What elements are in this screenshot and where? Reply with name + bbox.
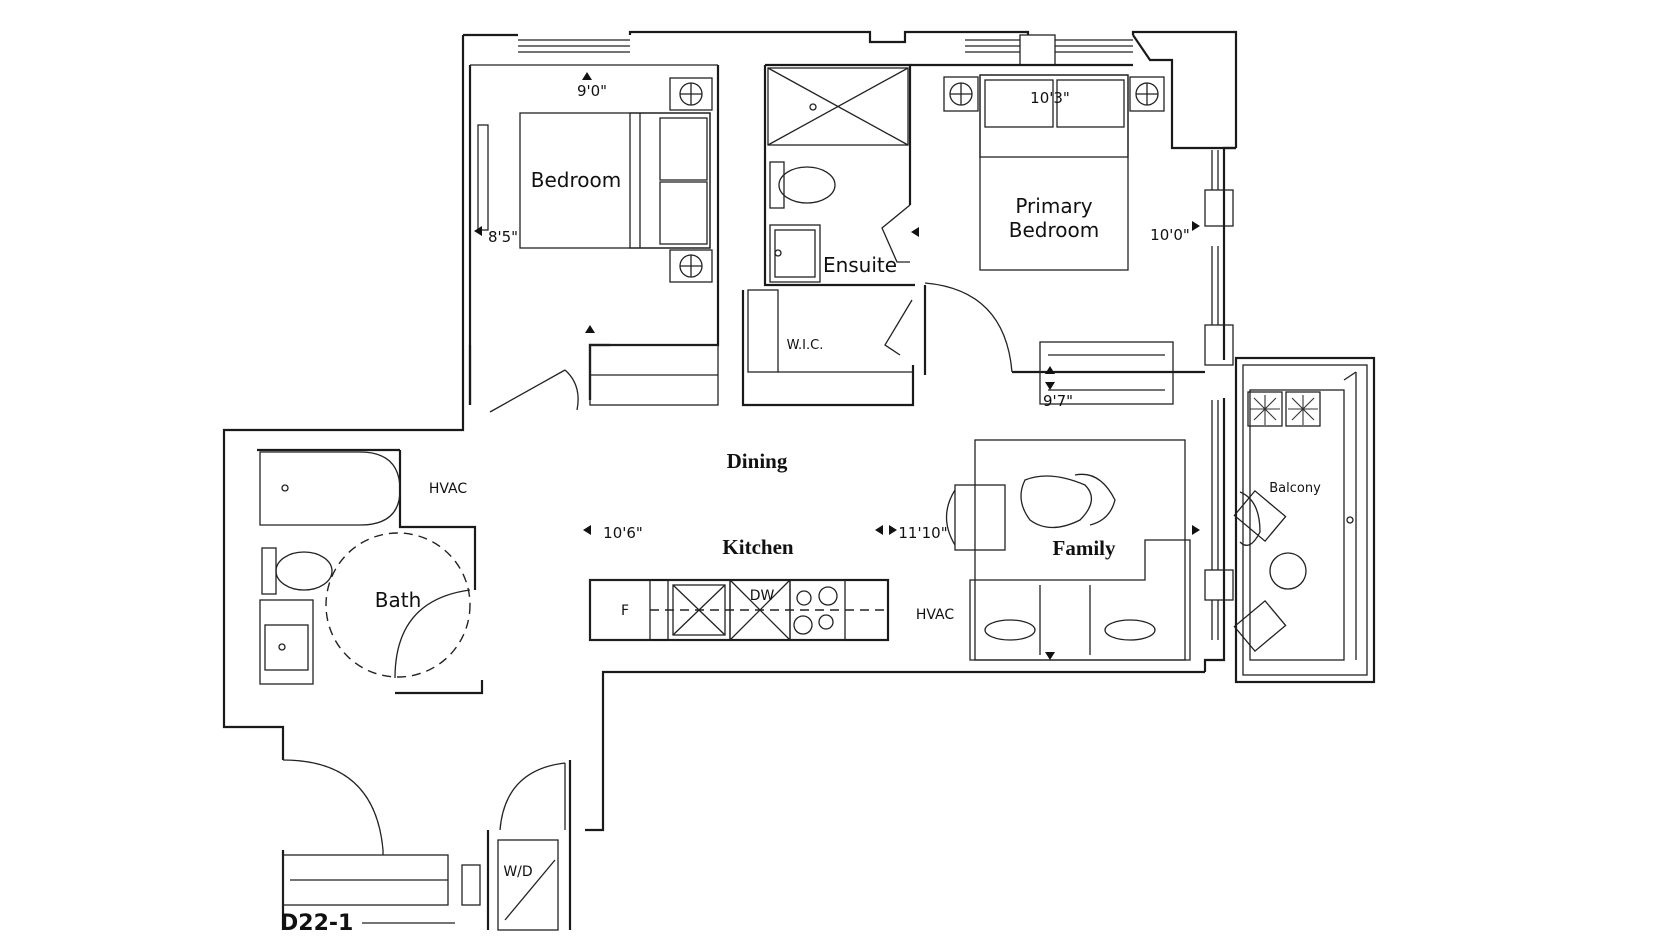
label-fridge: F	[621, 603, 629, 619]
room-label-ensuite: Ensuite	[823, 253, 897, 277]
balcony	[1233, 356, 1376, 684]
washer-dryer-icon	[497, 839, 559, 931]
chair-icon	[945, 484, 1006, 551]
unit-code-label: D22-1	[280, 911, 455, 936]
window-top-right	[965, 34, 1133, 66]
dimension-arrows	[474, 72, 1200, 660]
toilet-icon	[261, 547, 333, 595]
dimension-family-width: 11'10"	[898, 524, 947, 542]
dimension-dining-width: 10'6"	[603, 524, 643, 542]
bed-icon	[979, 74, 1129, 271]
ensuite-room: Ensuite	[763, 63, 915, 287]
room-label-primary-line1: Primary	[1015, 194, 1092, 218]
toilet-icon	[769, 161, 836, 209]
exterior-walls	[222, 30, 1238, 930]
label-washer-dryer: W/D	[503, 864, 532, 880]
window-top-left	[518, 39, 630, 53]
room-label-family: Family	[1053, 536, 1116, 560]
room-label-primary-line2: Bedroom	[1009, 218, 1099, 242]
sink-icon	[769, 224, 821, 283]
kitchen-area: F DW HVAC	[588, 578, 955, 642]
nightstand	[669, 77, 713, 111]
entry-area: W/D	[282, 759, 566, 931]
room-label-wic: W.I.C.	[787, 338, 824, 353]
room-label-bath: Bath	[375, 588, 422, 612]
primary-bedroom-room: Primary Bedroom 10'3" 10'0" 9'7"	[910, 63, 1205, 410]
plant-icon	[1250, 395, 1318, 425]
table-icon	[1020, 473, 1116, 529]
window-right-upper	[1204, 150, 1234, 366]
bedroom-room: Bedroom 9'0" 8'5"	[468, 65, 720, 413]
label-hvac-kitchen: HVAC	[916, 607, 955, 623]
sofa-icon	[969, 539, 1191, 661]
dimension-bedroom-width: 9'0"	[577, 82, 607, 100]
room-label-dining: Dining	[727, 449, 788, 473]
dimension-primary-width: 10'3"	[1030, 89, 1070, 107]
bed-icon	[519, 112, 711, 249]
bath-room: Bath HVAC	[257, 448, 484, 695]
bathtub-icon	[259, 451, 401, 526]
wic-room: W.I.C.	[741, 289, 915, 407]
room-label-balcony: Balcony	[1269, 481, 1321, 496]
room-label-bedroom: Bedroom	[531, 168, 621, 192]
dimension-bedroom-depth: 8'5"	[488, 228, 518, 246]
label-hvac-bath: HVAC	[429, 481, 468, 497]
nightstand	[943, 76, 979, 112]
label-dishwasher: DW	[750, 588, 775, 604]
window-right-lower	[1204, 400, 1234, 640]
dimension-primary-lower: 9'7"	[1043, 392, 1073, 410]
dresser	[477, 124, 489, 231]
unit-code: D22-1	[280, 911, 353, 936]
shower-icon	[767, 67, 909, 146]
room-label-kitchen: Kitchen	[722, 535, 793, 559]
sink-icon	[259, 599, 314, 685]
dimension-primary-depth: 10'0"	[1150, 226, 1190, 244]
family-area: Family 11'10"	[898, 439, 1191, 661]
dresser	[1039, 341, 1174, 405]
